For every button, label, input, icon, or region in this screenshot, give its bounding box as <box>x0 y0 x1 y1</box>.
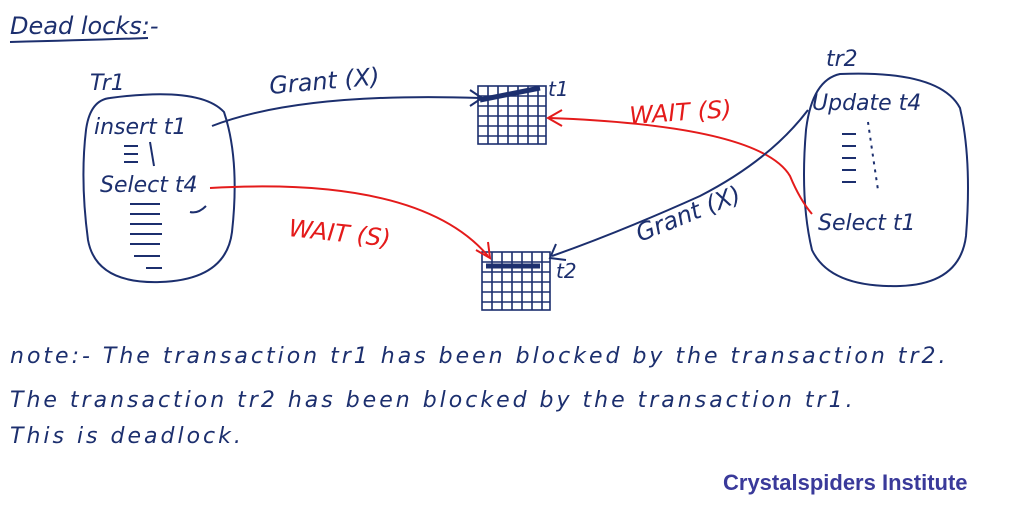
edge-grant-tr2-arrowhead <box>548 243 567 261</box>
note-line-2: The transaction tr2 has been blocked by … <box>10 388 856 413</box>
transaction-tr1-scribbles <box>124 141 207 269</box>
brand-watermark: Crystalspiders Institute <box>723 470 968 495</box>
transaction-tr1-box <box>82 93 236 284</box>
edge-wait-tr1-label: WAIT (S) <box>287 214 392 253</box>
edge-wait-tr1-arrow <box>209 185 489 257</box>
edge-grant-tr1-arrowhead <box>469 89 484 107</box>
transaction-tr2-op-1: Update t4 <box>812 91 921 116</box>
edge-grant-tr1-label: Grant (X) <box>268 62 381 100</box>
table-t1-label: t1 <box>548 77 569 101</box>
edge-wait-tr1-arrowhead <box>475 241 492 260</box>
edge-wait-tr2-arrow <box>549 117 813 215</box>
heading: Dead locks:- <box>10 12 159 40</box>
transaction-tr1-label: Tr1 <box>90 71 125 96</box>
note-line-3: This is deadlock. <box>10 424 244 449</box>
table-t2-grid <box>481 251 551 311</box>
transaction-tr2-scribbles <box>842 121 879 191</box>
edge-wait-tr2-arrowhead <box>545 109 563 127</box>
transaction-tr2-box <box>803 72 969 288</box>
note-line-1: note:- The transaction tr1 has been bloc… <box>10 344 949 369</box>
table-t2-label: t2 <box>556 259 577 283</box>
transaction-tr2-label: tr2 <box>826 47 858 72</box>
edge-grant-tr1-arrow <box>211 96 481 127</box>
transaction-tr2-op-2: Select t1 <box>818 211 916 236</box>
edge-wait-tr2-label: WAIT (S) <box>628 95 732 130</box>
transaction-tr1-op-2: Select t4 <box>100 173 198 198</box>
table-t1-grid <box>477 85 547 145</box>
heading-underline <box>9 37 149 43</box>
edge-grant-tr2-arrow <box>551 109 809 257</box>
edge-grant-tr2-label: Grant (X) <box>632 180 745 247</box>
transaction-tr1-op-1: insert t1 <box>94 115 186 140</box>
